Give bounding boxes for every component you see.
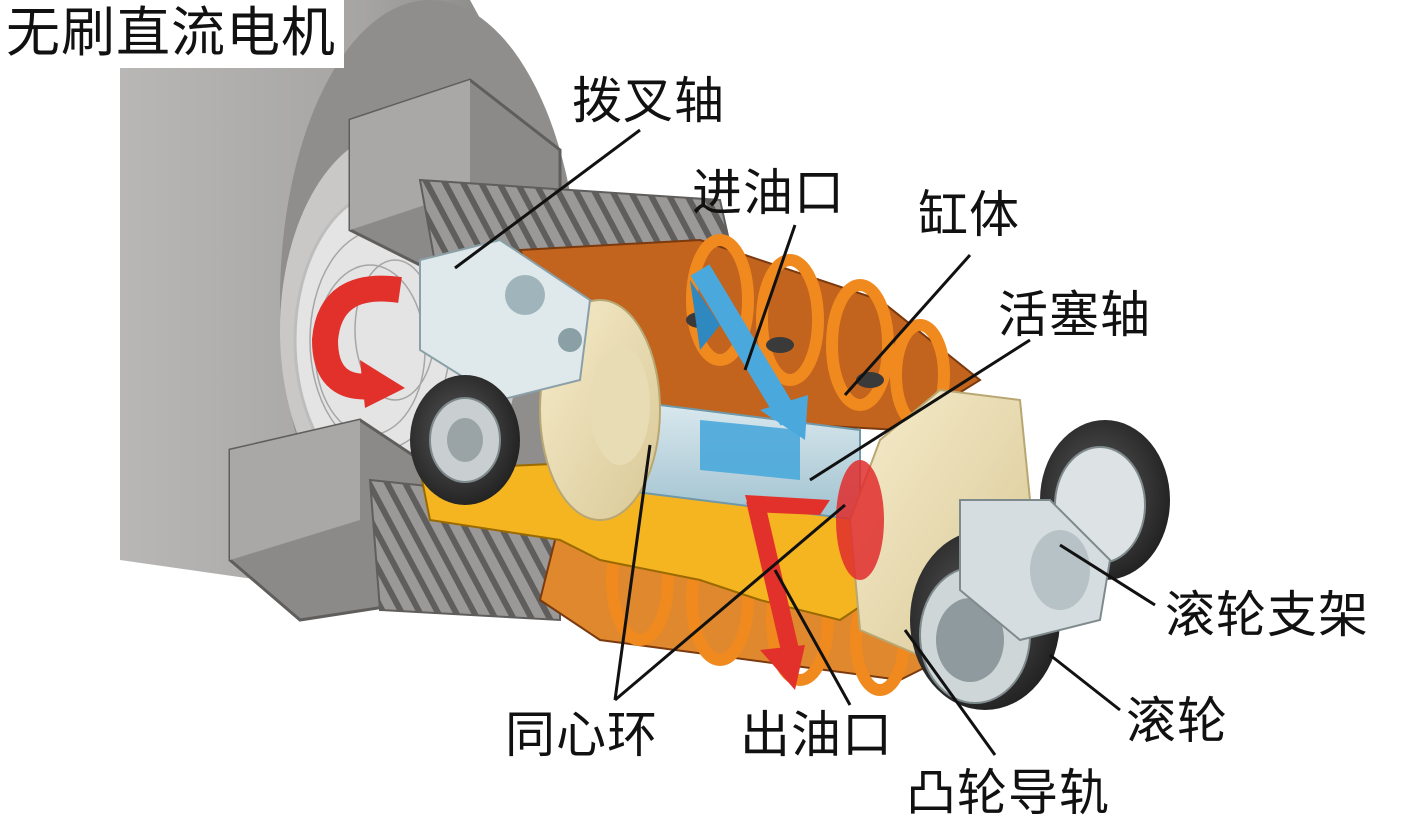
flow-arrow-out-icon	[745, 495, 830, 690]
leader-roller	[1049, 653, 1121, 712]
fork-shaft-label: 拨叉轴	[572, 72, 725, 130]
flow-arrow-in-icon	[690, 264, 808, 440]
cam-rail-label: 凸轮导轨	[906, 764, 1110, 822]
roller-label: 滚轮	[1126, 692, 1228, 750]
concentric-ring-label: 同心环	[505, 706, 658, 764]
leader-oil-outlet	[773, 569, 852, 706]
roller-left	[410, 375, 520, 505]
motor-label: 无刷直流电机	[6, 1, 336, 64]
leader-oil-inlet	[743, 224, 797, 371]
leader-fork-shaft	[454, 128, 641, 270]
motor-label-box: 无刷直流电机	[0, 0, 344, 68]
fork-shaft-bracket	[419, 238, 592, 402]
leader-cylinder	[843, 254, 972, 396]
rotate-arrow-icon	[311, 275, 405, 408]
leader-piston-shaft	[809, 338, 1031, 482]
oil-inlet-label: 进油口	[692, 164, 845, 222]
leader-concentric-ring-b	[614, 503, 846, 702]
leader-cam-rail	[903, 629, 997, 756]
leader-roller-bracket	[1059, 543, 1156, 607]
roller-bracket	[959, 499, 1112, 642]
piston-shaft-label: 活塞轴	[998, 286, 1151, 344]
leader-lines	[454, 128, 1156, 756]
oil-outlet-label: 出油口	[740, 706, 893, 764]
leader-concentric-ring-a	[613, 444, 652, 701]
roller-bracket-label: 滚轮支架	[1165, 586, 1369, 644]
cylinder-label: 缸体	[918, 186, 1020, 244]
